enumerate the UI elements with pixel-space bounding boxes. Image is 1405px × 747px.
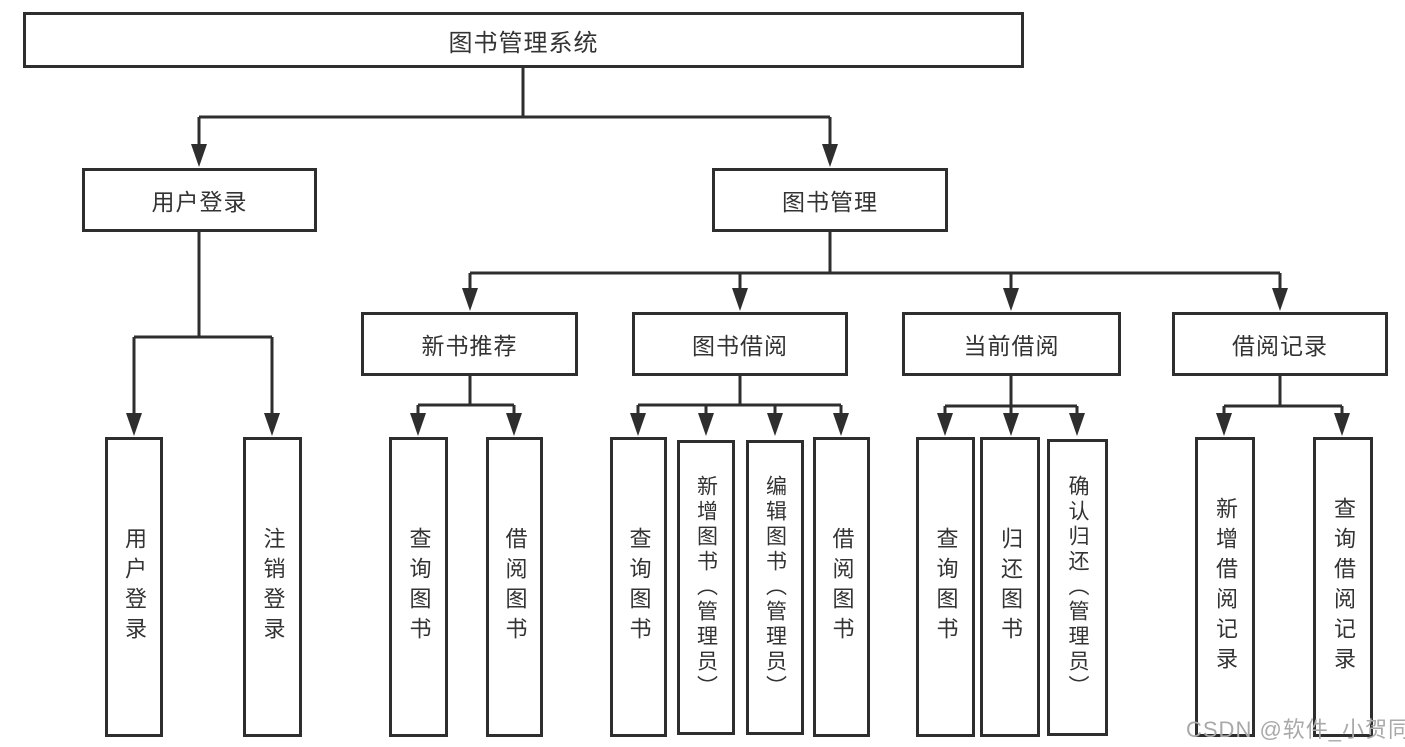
leaf-query-book-3: 查询图书 [916, 437, 975, 737]
leaf-query-borrow-record: 查询借阅记录 [1313, 437, 1373, 737]
node-new-book-recommend: 新书推荐 [361, 312, 578, 376]
leaf-logout: 注销登录 [243, 437, 302, 737]
node-book-borrow: 图书借阅 [632, 312, 848, 376]
leaf-add-book-admin: 新增图书（管理员） [677, 440, 735, 735]
node-current-borrow: 当前借阅 [902, 312, 1121, 376]
leaf-add-borrow-record: 新增借阅记录 [1195, 437, 1255, 737]
leaf-edit-book-admin: 编辑图书（管理员） [746, 440, 804, 735]
csdn-watermark: CSDN @软件_小贺同学 [1186, 717, 1405, 742]
leaf-query-book-1: 查询图书 [389, 437, 448, 737]
leaf-return-book: 归还图书 [980, 437, 1040, 737]
leaf-borrow-book-1: 借阅图书 [486, 437, 543, 737]
leaf-borrow-book-2: 借阅图书 [813, 437, 870, 737]
node-borrow-records: 借阅记录 [1172, 312, 1388, 376]
arrowhead-icons [126, 144, 1350, 436]
node-user-login: 用户登录 [82, 168, 317, 232]
leaf-user-login: 用户登录 [105, 437, 163, 737]
leaf-confirm-return-admin: 确认归还（管理员） [1047, 439, 1108, 736]
node-book-management: 图书管理 [712, 168, 948, 232]
node-root: 图书管理系统 [23, 12, 1024, 68]
leaf-query-book-2: 查询图书 [610, 437, 667, 737]
